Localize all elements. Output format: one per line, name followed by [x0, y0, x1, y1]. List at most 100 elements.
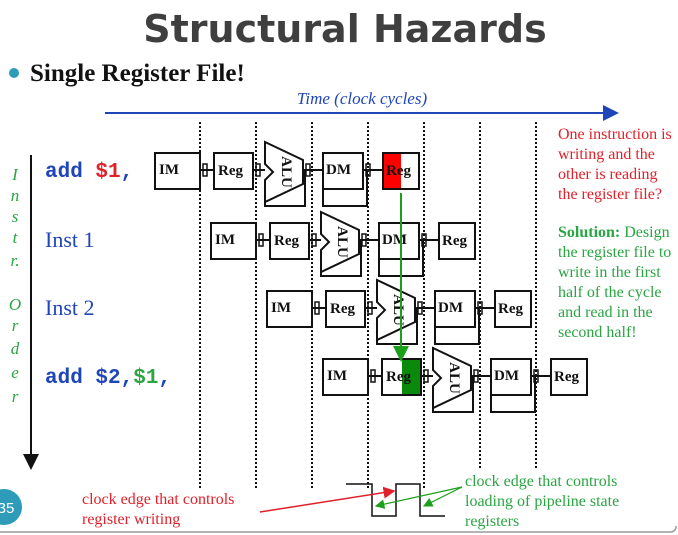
- stage-label: DM: [438, 300, 463, 316]
- page-number-badge: [0, 489, 22, 525]
- stage-reg-read: [269, 222, 310, 260]
- pipeline-latch: [421, 233, 427, 247]
- pipeline-latch: [370, 369, 376, 383]
- stage-label: IM: [327, 368, 347, 384]
- dm-bypass-wire: [490, 376, 536, 413]
- pipeline-latch: [477, 301, 483, 315]
- stage-label: Reg: [554, 369, 579, 385]
- pipeline-edge-arrow-1: [374, 486, 463, 509]
- stage-label: Reg: [218, 163, 243, 179]
- clock-pipeline-note-1: clock edge that controls: [465, 473, 617, 490]
- solution-line: the register file to: [558, 244, 671, 261]
- instruction-part: ,: [121, 161, 134, 184]
- instr-order-letter: s: [12, 207, 19, 226]
- stage-label: DM: [382, 232, 407, 248]
- bullet-icon: [9, 68, 19, 78]
- question-line: writing and the: [558, 146, 655, 163]
- instr-order-letter: d: [11, 339, 20, 358]
- read-half-highlight: [402, 360, 420, 394]
- instruction-label: add $2,$1,: [45, 367, 171, 390]
- stage-alu: [320, 210, 360, 274]
- instruction-part: Inst 1: [45, 227, 95, 252]
- solution-line: Solution: Design: [558, 224, 670, 241]
- stage-reg-read: [213, 152, 254, 190]
- stage-reg-write: [494, 290, 532, 328]
- pipeline-latch: [311, 233, 317, 247]
- question-line: other is reading: [558, 166, 658, 183]
- solution-label: Solution:: [558, 224, 620, 241]
- instruction-part: add $2,: [45, 367, 133, 390]
- instruction-part: $1: [133, 367, 158, 390]
- stage-im: [210, 222, 257, 260]
- dm-bypass-wire: [322, 170, 368, 207]
- instr-order-letter: t: [13, 228, 19, 247]
- stage-im: [154, 152, 201, 190]
- pipeline-latch: [314, 301, 320, 315]
- stage-reg-write: [550, 358, 588, 396]
- pipeline-edge-arrow-2: [422, 486, 463, 507]
- stage-alu: [376, 278, 416, 342]
- stage-reg-read: [325, 290, 366, 328]
- pipeline-latch: [533, 369, 539, 383]
- bullet-text: Single Register File!: [30, 60, 245, 87]
- clock-waveform: [346, 483, 445, 517]
- write-edge-arrow: [259, 486, 396, 513]
- stage-reg-write: [438, 222, 476, 260]
- pipeline-latch: [361, 233, 367, 247]
- solution-text-part: Design: [620, 224, 669, 241]
- page-number: 35: [0, 500, 14, 517]
- solution-line: write in the first: [558, 264, 661, 281]
- stage-label: IM: [159, 162, 179, 178]
- stage-label: IM: [271, 300, 291, 316]
- pipeline-latch: [255, 163, 261, 177]
- instr-order-letter: n: [11, 186, 20, 205]
- clock-write-note-1: clock edge that controls: [82, 491, 234, 508]
- instruction-label: add $1,: [45, 161, 133, 184]
- stage-label: IM: [215, 232, 235, 248]
- stage-label: Reg: [386, 369, 411, 385]
- instr-order-letter: I: [11, 165, 19, 184]
- question-line: the register file?: [558, 186, 662, 203]
- instruction-label: Inst 1: [45, 227, 95, 252]
- stage-dm: [322, 152, 364, 190]
- stage-label: Reg: [442, 233, 467, 249]
- pipeline-latch: [365, 163, 371, 177]
- stage-dm: [434, 290, 476, 328]
- instruction-part: Inst 2: [45, 295, 95, 320]
- solution-line: second half!: [558, 324, 637, 341]
- solution-line: and read in the: [558, 304, 653, 321]
- instruction-part: add: [45, 161, 95, 184]
- pipeline-latch: [258, 233, 264, 247]
- time-axis-label: Time (clock cycles): [297, 89, 428, 108]
- pipeline-latch: [367, 301, 373, 315]
- slide-title: Structural Hazards: [143, 7, 546, 51]
- pipeline-latch: [417, 301, 423, 315]
- write-half-highlight: [384, 154, 401, 188]
- stage-label: Reg: [330, 301, 355, 317]
- stage-dm: [378, 222, 420, 260]
- stage-label: Reg: [498, 301, 523, 317]
- dm-bypass-wire: [434, 308, 480, 345]
- stage-im: [322, 358, 369, 396]
- instruction-part: ,: [158, 367, 171, 390]
- solution-line: half of the cycle: [558, 284, 662, 301]
- question-line: One instruction is: [558, 126, 672, 143]
- solution-text: Solution: Design the register file to writ…: [558, 224, 671, 341]
- instr-order-letter: e: [11, 363, 19, 382]
- stage-label: ALU: [334, 226, 350, 258]
- stage-im: [266, 290, 313, 328]
- clock-pipeline-note-2: loading of pipeline state: [465, 493, 619, 510]
- slide-border: [0, 525, 677, 533]
- stage-label: ALU: [278, 156, 294, 188]
- stage-label: Reg: [386, 163, 411, 179]
- instr-order-letter: r.: [11, 251, 20, 270]
- pipeline-latch: [305, 163, 311, 177]
- stage-alu: [432, 346, 472, 410]
- instruction-part: $1: [95, 161, 120, 184]
